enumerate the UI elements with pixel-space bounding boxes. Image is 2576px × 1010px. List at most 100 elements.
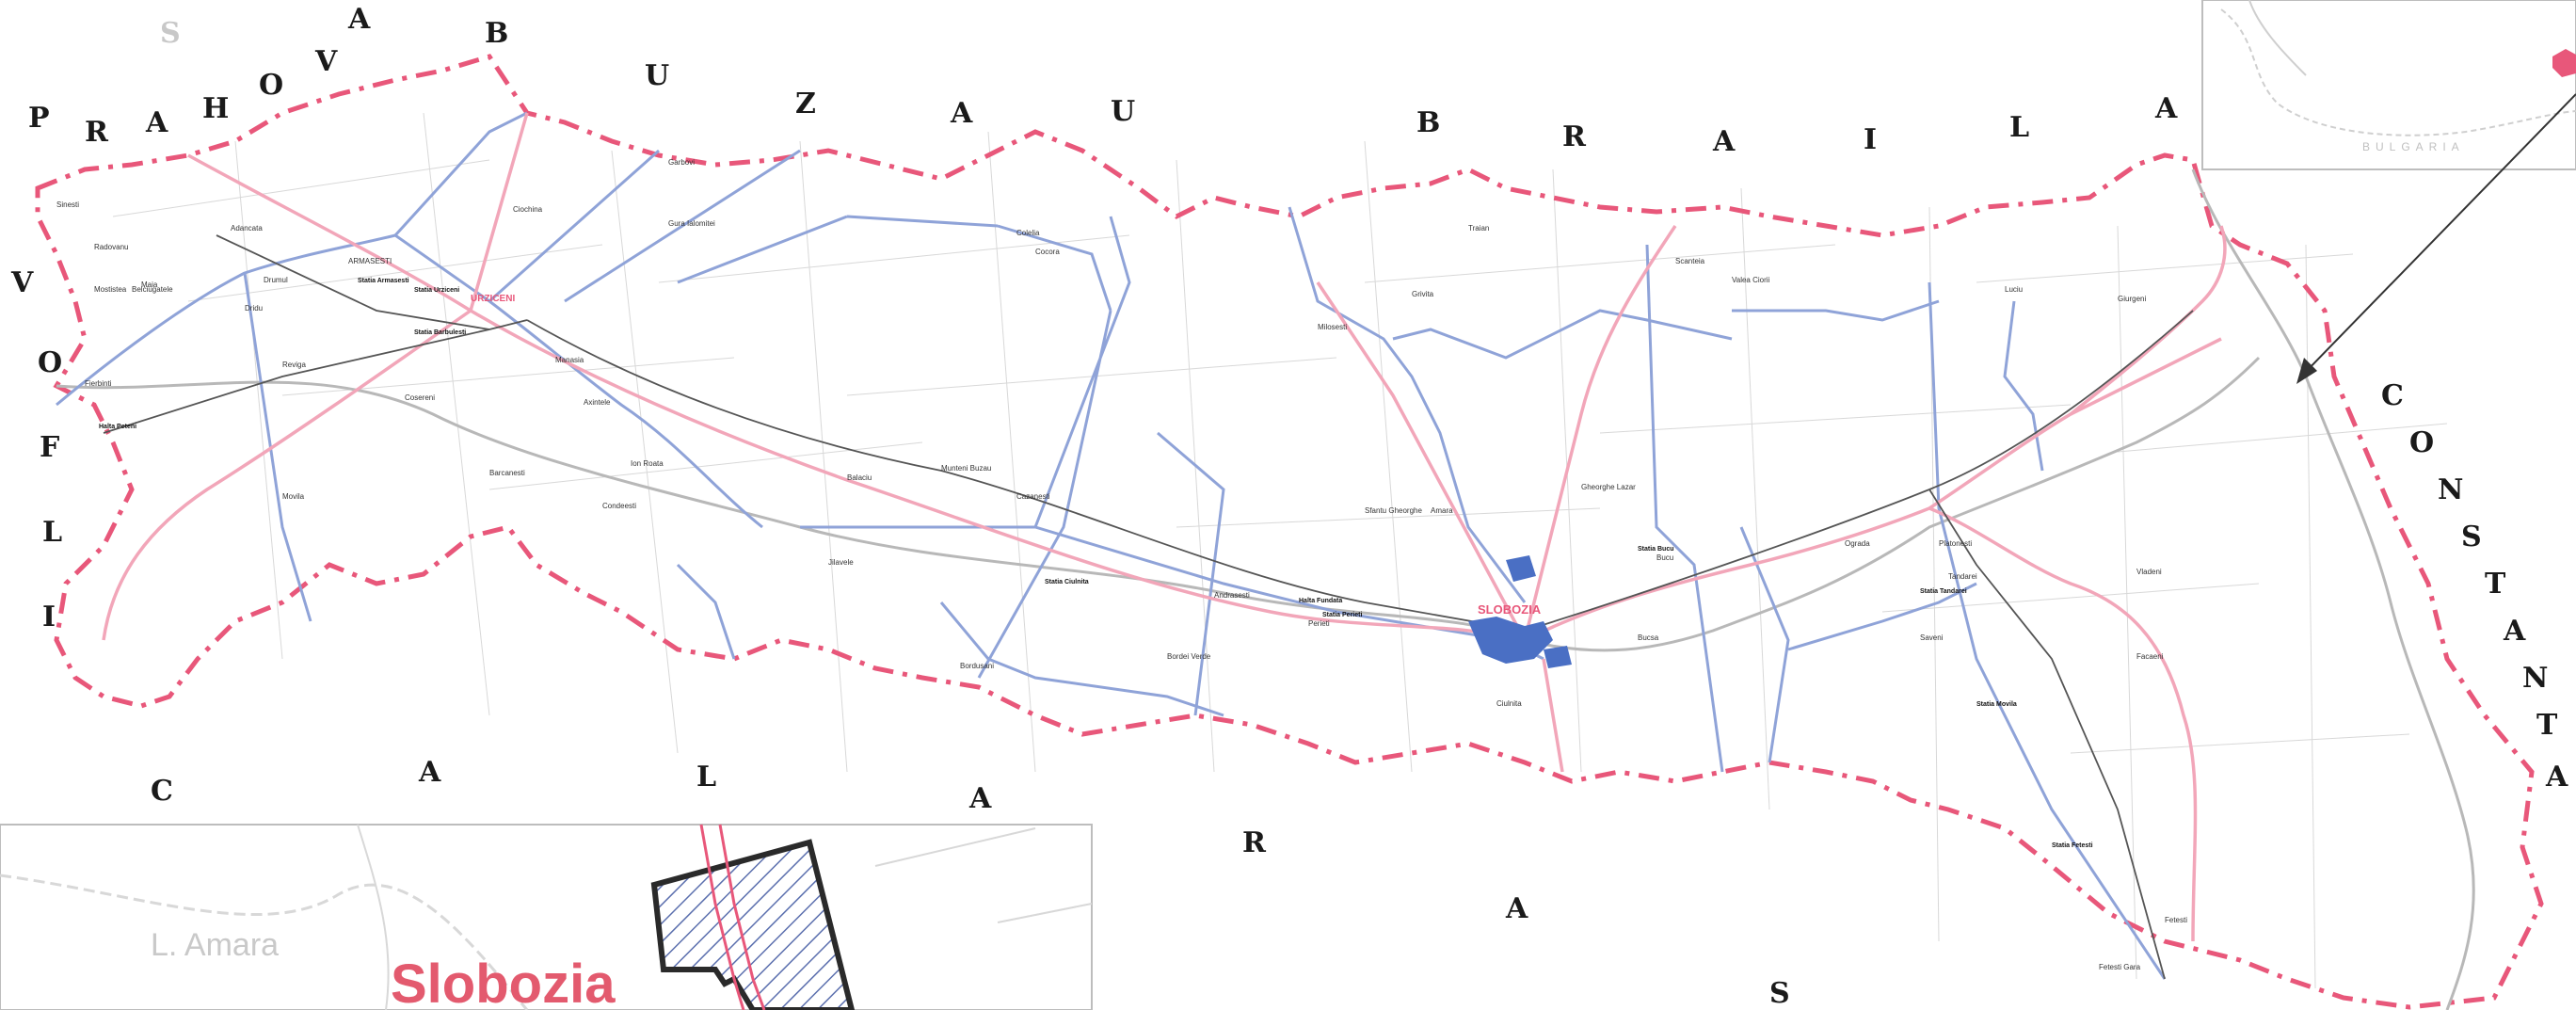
locality-label: Radovanu [94,243,128,251]
corner-letter: S [160,17,181,50]
locality-label: Luciu [2005,285,2023,294]
ilfov-letter: F [40,431,59,464]
locality-label: ARMASESTI [348,257,392,265]
calarasi-letter: A [418,756,441,789]
locator-marker [2552,49,2576,77]
constanta-letter: S [2461,521,2482,553]
constanta-letter: N [2522,662,2548,695]
ilfov-letter: V [10,266,34,299]
county-border [35,54,2544,1010]
locality-label: Cosereni [405,393,435,402]
station-label: Statia Ciulnita [1045,579,1089,585]
prahova-letter: V [314,45,338,78]
station-label: Statia Barbulesti [414,329,466,336]
locality-label: Colelia [1016,229,1040,237]
calarasi-letter: R [1242,826,1267,859]
prahova-letter: H [202,92,229,125]
locality-label: Fetesti Gara [2099,963,2141,971]
station-label: Statia Bucu [1638,546,1674,553]
station-label: Statia Movila [1976,701,2017,708]
calarasi-letter: A [1505,892,1528,925]
prahova-letter: A [145,106,168,139]
calarasi-letter: S [1769,977,1790,1010]
braila-letter: L [2009,111,2029,144]
locator-country-label: BULGARIA [2362,140,2465,153]
station-label: Statia Armasesti [358,278,409,284]
locality-label: Cocora [1035,248,1060,256]
locality-label: Axintele [584,398,611,407]
station-label: Statia Fetesti [2052,842,2093,849]
buzau-letter: U [1111,95,1135,128]
locality-label: Grivita [1412,290,1434,298]
locality-label: Garbovi [668,158,695,167]
locator-arrow [2296,93,2576,384]
locality-label: Bucsa [1638,633,1659,642]
ilfov-letter: L [42,516,62,549]
urban-area-north [1506,555,1536,582]
locality-label: Gheorghe Lazar [1581,483,1636,491]
urban-area-south [1544,646,1572,668]
national-roads [102,112,2227,942]
station-label: Statia Urziceni [414,287,459,294]
calarasi-letter: L [696,761,716,794]
braila-letter: R [1562,120,1587,153]
inset-lake-label: L. Amara [151,927,279,963]
ilfov-letter: O [38,346,62,379]
station-labels: Halta Peteni Statia Urziceni Statia Arma… [99,278,2093,849]
locality-label: Reviga [282,361,306,369]
locality-label: Bucu [1656,553,1673,562]
constanta-letter: C [2381,379,2404,412]
locality-label: Fetesti [2165,916,2187,924]
prahova-letter: P [28,102,50,135]
locality-label: Traian [1468,224,1489,232]
station-label: Statia Tandarei [1920,588,1967,595]
braila-letter: I [1864,123,1877,156]
neighbor-labels: P R A H O V A B U Z A U B R A I L A C O … [10,3,2568,1010]
station-label: Halta Fundata [1299,598,1342,604]
inset-city-label: Slobozia [391,954,616,1010]
locality-label: Drumul [264,276,288,284]
locality-label: Amara [1431,506,1453,515]
station-label: Halta Peteni [99,424,136,430]
river-danube [2191,168,2475,1010]
locality-label: Sinesti [56,200,79,209]
locality-label: Fierbinti [85,379,112,388]
locality-label: Ion Roata [631,459,664,468]
station-label: Statia Perieti [1322,612,1362,618]
calarasi-letter: C [151,775,173,808]
constanta-letter: O [2409,426,2434,459]
locality-label: Saveni [1920,633,1944,642]
constanta-letter: N [2438,473,2463,506]
calarasi-letter: A [968,782,992,815]
constanta-letter: T [2536,709,2558,742]
braila-letter: B [1416,106,1440,139]
locality-label: Barcanesti [489,469,525,477]
inset-road [718,824,766,1010]
locality-label: Balaciu [847,473,872,482]
locality-label: Perieti [1308,619,1330,628]
locality-label: Ciochina [513,205,543,214]
locality-label: Tandarei [1948,572,1977,581]
braila-letter: A [2154,92,2178,125]
river-ialomita [56,356,2261,652]
locality-label: Andrasesti [1214,591,1250,600]
braila-letter: A [1712,125,1736,158]
locality-label: Dridu [245,304,263,313]
locality-label: Valea Ciorii [1732,276,1770,284]
detail-inset: L. Amara Slobozia [0,824,1093,1010]
locality-label: Gura Ialomitei [668,219,715,228]
urban-area-slobozia [1468,617,1553,664]
buzau-letter: Z [795,88,816,120]
ilfov-letter: I [42,601,56,633]
locality-label: Cazanesti [1016,492,1050,501]
prahova-letter: R [85,116,109,149]
locality-label: Bordusani [960,662,994,670]
buzau-letter: A [950,97,973,130]
locality-label: Milosesti [1318,323,1347,331]
locality-label: Giurgeni [2118,295,2146,303]
constanta-letter: A [2503,615,2526,648]
prahova-letter: O [259,69,283,102]
locality-label: Scanteia [1675,257,1705,265]
locality-label: Jilavele [828,558,854,567]
